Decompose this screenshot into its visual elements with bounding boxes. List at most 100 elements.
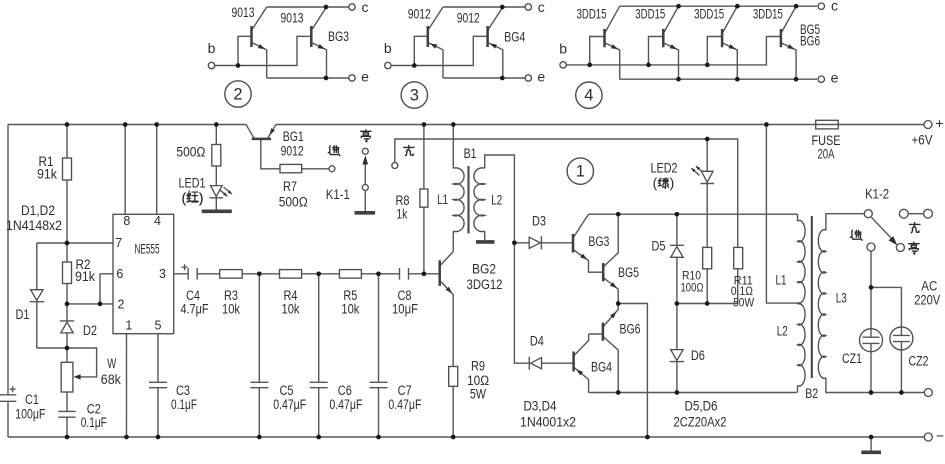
svg-text:LED2: LED2 — [651, 160, 678, 176]
svg-text:C4: C4 — [186, 288, 200, 304]
svg-text:CZ1: CZ1 — [842, 351, 862, 367]
svg-text:91k: 91k — [75, 269, 96, 285]
svg-text:1k: 1k — [396, 206, 408, 222]
svg-text:C5: C5 — [280, 383, 294, 399]
svg-text:1: 1 — [576, 162, 585, 180]
svg-text:68k: 68k — [101, 372, 122, 388]
svg-text:L3: L3 — [836, 290, 847, 306]
svg-text:9012: 9012 — [281, 143, 304, 159]
svg-text:C8: C8 — [398, 288, 412, 304]
svg-text:C6: C6 — [338, 383, 352, 399]
svg-text:BG4: BG4 — [504, 29, 525, 45]
svg-text:L2: L2 — [491, 192, 502, 208]
svg-text:BG5: BG5 — [618, 265, 639, 281]
svg-text:−: − — [936, 428, 944, 444]
svg-text:BG2: BG2 — [472, 261, 496, 277]
svg-text:3DD15: 3DD15 — [635, 6, 665, 22]
svg-text:10Ω: 10Ω — [467, 373, 489, 389]
svg-text:1N4148x2: 1N4148x2 — [6, 218, 62, 234]
svg-text:D4: D4 — [530, 333, 544, 349]
svg-text:BG6: BG6 — [620, 321, 641, 337]
svg-text:BG4: BG4 — [591, 359, 612, 375]
svg-text:R7: R7 — [283, 179, 297, 195]
svg-text:b: b — [384, 40, 392, 56]
svg-text:0.47μF: 0.47μF — [273, 397, 306, 413]
svg-text:R1: R1 — [39, 154, 54, 170]
svg-text:D5: D5 — [652, 238, 666, 254]
svg-text:L1: L1 — [437, 192, 448, 208]
svg-text:9012: 9012 — [408, 6, 431, 22]
svg-text:91k: 91k — [37, 166, 58, 182]
svg-text:0.1μF: 0.1μF — [81, 415, 107, 431]
svg-text:(: ( — [653, 175, 658, 191]
svg-text:W: W — [107, 356, 116, 372]
svg-text:4: 4 — [154, 214, 161, 228]
svg-text:C3: C3 — [176, 383, 190, 399]
svg-text:(红): (红) — [182, 190, 204, 206]
svg-text:R9: R9 — [471, 358, 485, 374]
svg-text:D2: D2 — [83, 323, 97, 339]
svg-text:D1,D2: D1,D2 — [21, 203, 55, 219]
svg-text:c: c — [538, 0, 545, 15]
svg-text:L2: L2 — [777, 323, 788, 339]
svg-text:BG3: BG3 — [328, 29, 349, 45]
svg-text:b: b — [208, 40, 216, 56]
svg-text:c: c — [831, 0, 838, 14]
svg-text:10μF: 10μF — [392, 301, 418, 317]
svg-text:3DD15: 3DD15 — [694, 6, 724, 22]
svg-text:D1: D1 — [16, 307, 30, 323]
svg-text:BG5: BG5 — [800, 22, 820, 38]
svg-text:L1: L1 — [776, 272, 787, 288]
svg-text:0.1μF: 0.1μF — [171, 397, 197, 413]
svg-text:7: 7 — [115, 236, 122, 250]
svg-text:8: 8 — [123, 214, 130, 228]
svg-text:B1: B1 — [464, 146, 477, 162]
svg-text:2: 2 — [233, 85, 242, 103]
svg-text:+: + — [935, 115, 943, 131]
svg-text:C2: C2 — [87, 401, 101, 417]
svg-text:K1-1: K1-1 — [326, 187, 350, 203]
svg-text:C7: C7 — [398, 383, 412, 399]
svg-text:BG3: BG3 — [588, 234, 609, 250]
svg-text:R4: R4 — [284, 288, 298, 304]
svg-text:NE555: NE555 — [135, 241, 160, 257]
svg-text:e: e — [361, 69, 369, 85]
svg-text:4: 4 — [584, 87, 593, 105]
svg-text:R5: R5 — [343, 288, 357, 304]
svg-text:D3,D4: D3,D4 — [524, 398, 557, 414]
svg-text:FUSE: FUSE — [812, 133, 841, 149]
svg-text:R8: R8 — [396, 193, 410, 209]
svg-text:3: 3 — [410, 86, 419, 104]
svg-text:3: 3 — [159, 267, 166, 281]
svg-text:2CZ20Ax2: 2CZ20Ax2 — [674, 414, 727, 430]
svg-text:100Ω: 100Ω — [681, 281, 704, 295]
svg-text:3DD15: 3DD15 — [577, 6, 607, 22]
svg-text:1N4001x2: 1N4001x2 — [520, 414, 576, 430]
svg-text:e: e — [537, 69, 545, 85]
svg-text:R11: R11 — [734, 273, 753, 287]
svg-text:10k: 10k — [222, 301, 241, 317]
svg-text:9013: 9013 — [281, 10, 304, 26]
svg-text:c: c — [362, 0, 369, 15]
svg-text:3DD15: 3DD15 — [753, 6, 783, 22]
svg-text:9013: 9013 — [232, 5, 255, 21]
svg-text:6: 6 — [116, 267, 123, 281]
svg-text:5W: 5W — [470, 387, 486, 403]
svg-text:b: b — [559, 41, 567, 57]
svg-text:2: 2 — [118, 297, 125, 311]
svg-text:LED1: LED1 — [179, 175, 206, 191]
svg-text:3DG12: 3DG12 — [467, 277, 503, 293]
svg-text:K1-2: K1-2 — [865, 186, 889, 202]
svg-text:D5,D6: D5,D6 — [685, 398, 718, 414]
svg-text:5: 5 — [155, 318, 162, 332]
svg-text:20A: 20A — [818, 146, 835, 162]
svg-text:500Ω: 500Ω — [279, 194, 308, 210]
svg-text:0.47μF: 0.47μF — [329, 397, 362, 413]
svg-text:e: e — [831, 70, 839, 86]
svg-text:R2: R2 — [76, 257, 91, 273]
svg-text:100μF: 100μF — [15, 406, 45, 422]
svg-text:+6V: +6V — [912, 132, 933, 148]
svg-text:0.47μF: 0.47μF — [388, 397, 421, 413]
svg-text:BG6: BG6 — [800, 33, 820, 49]
svg-text:D6: D6 — [691, 348, 705, 364]
